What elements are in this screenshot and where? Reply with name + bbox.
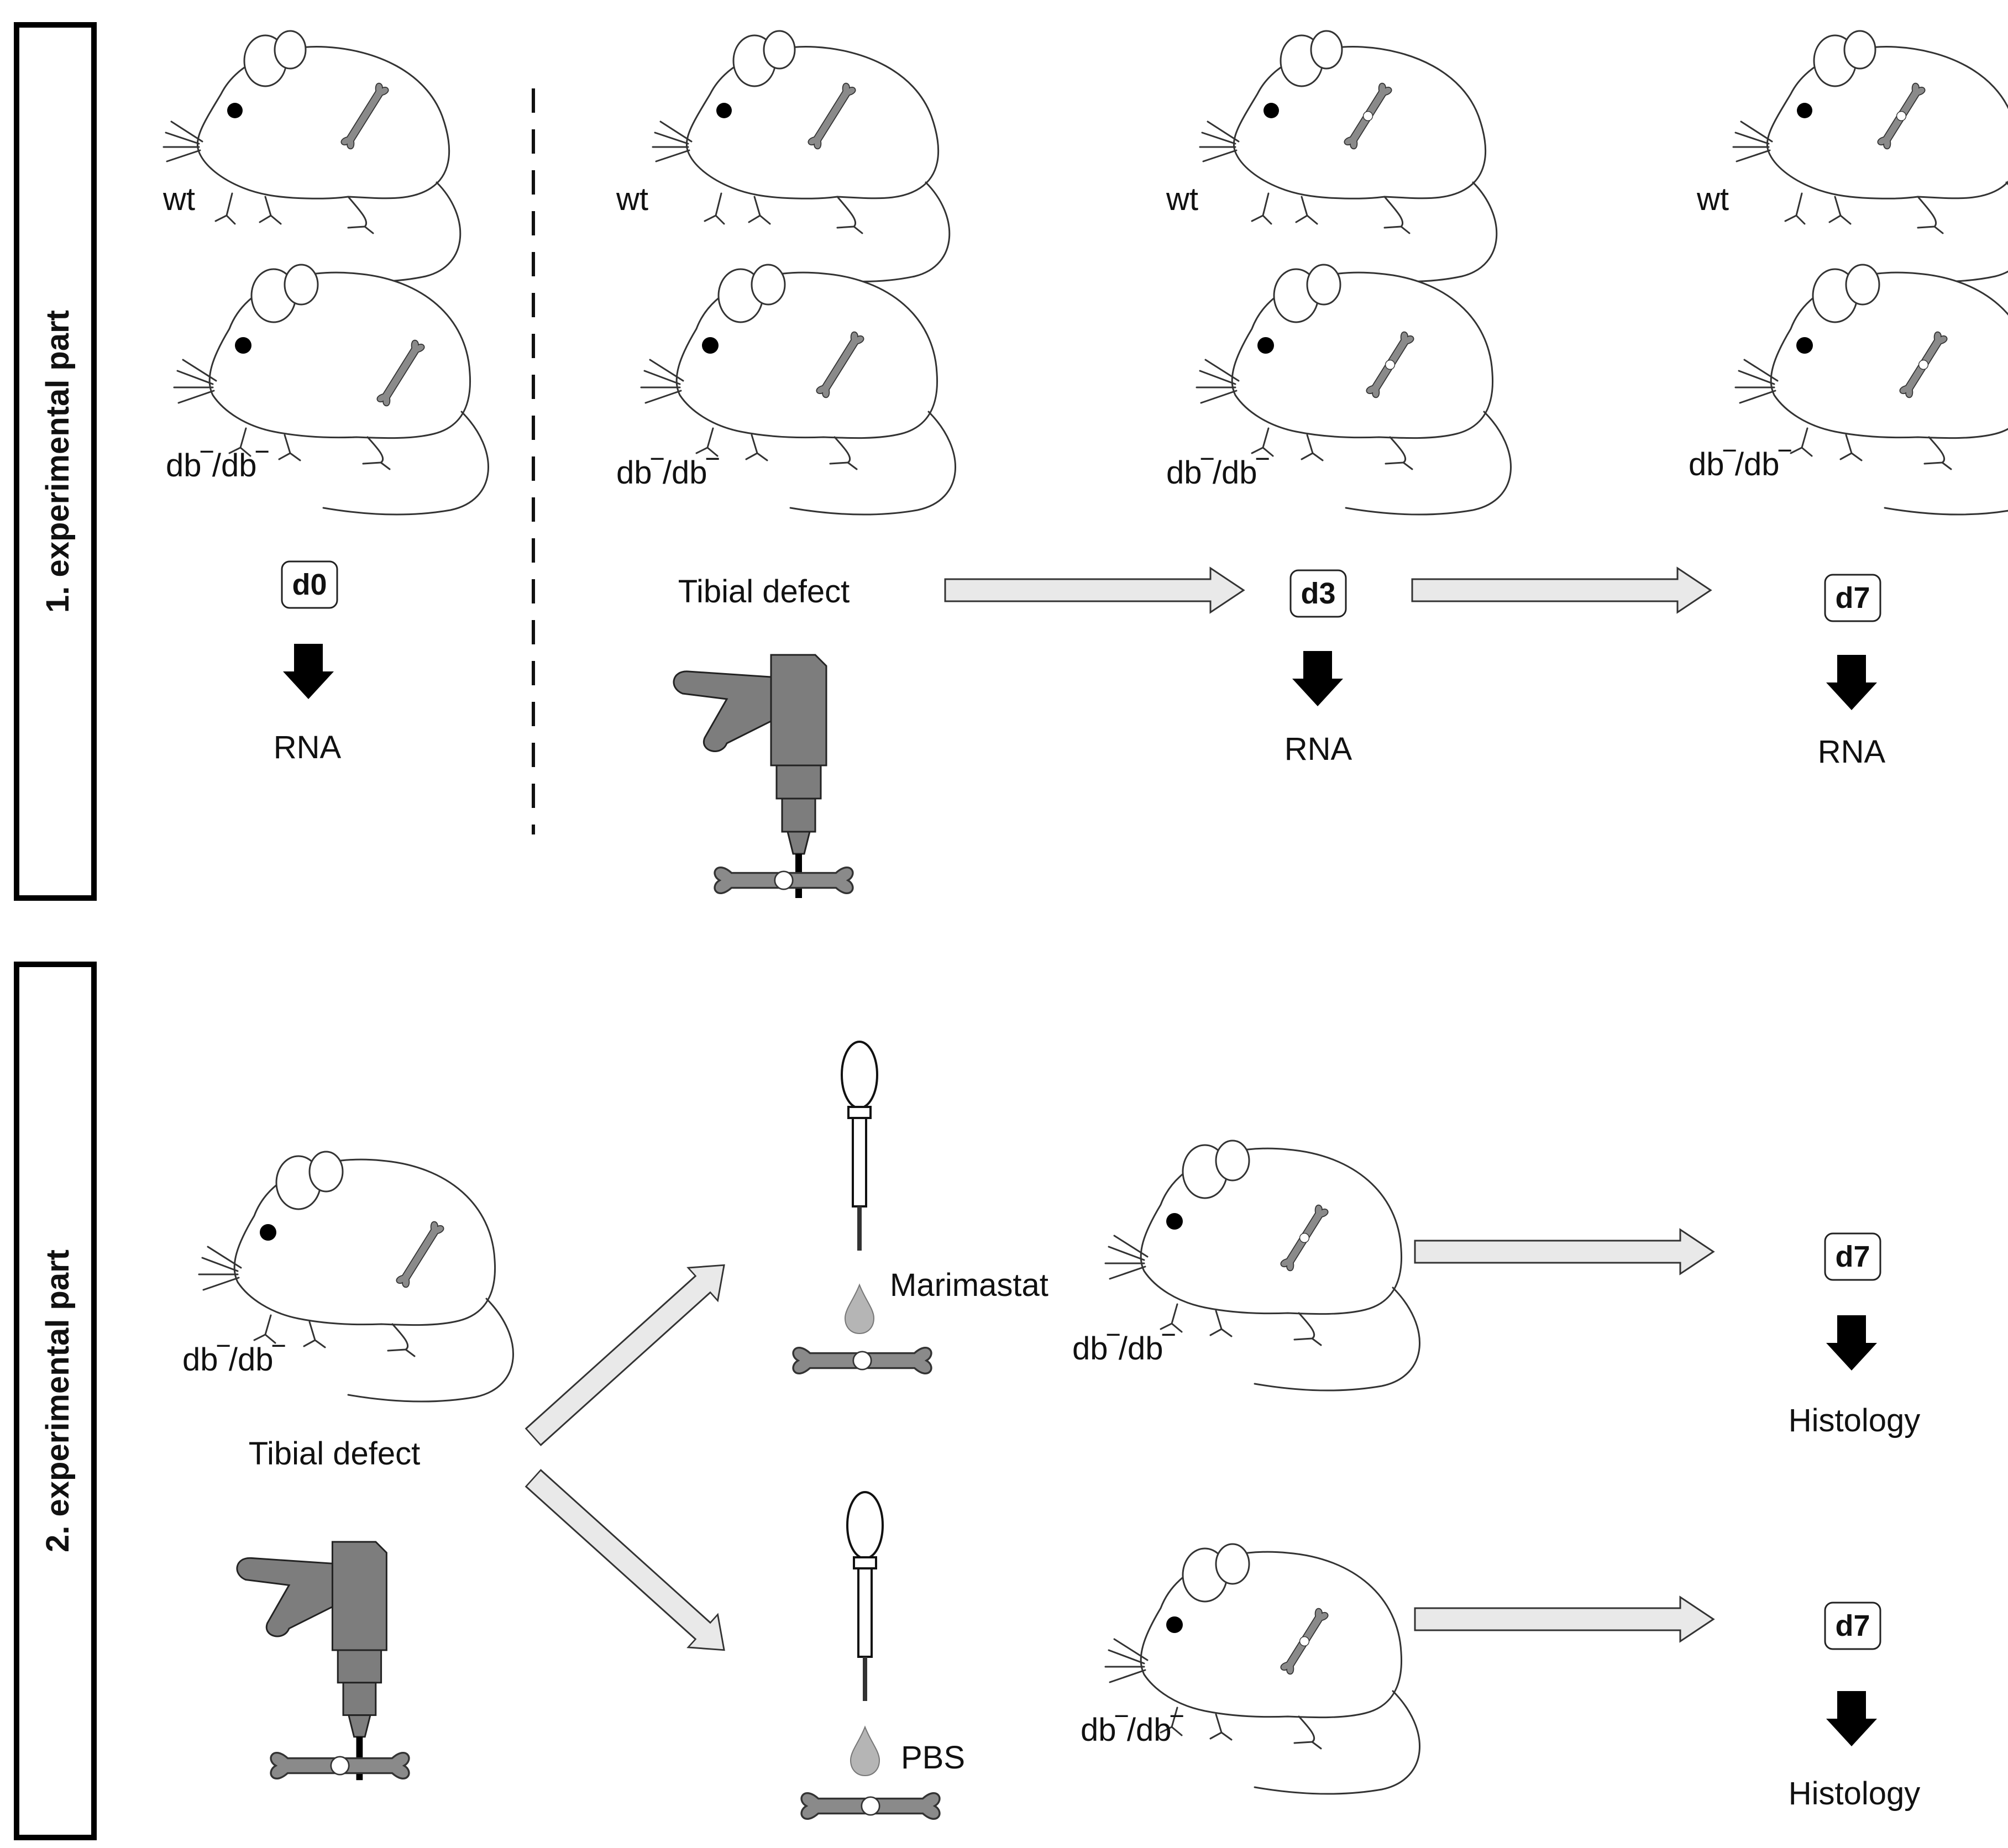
branch-pbs: PBS db‾/db‾ d7 Histology [800,1491,1921,1820]
output-rna: RNA [1285,731,1352,767]
mouse-icon [162,30,462,282]
flow-arrow [944,567,1245,613]
part2-section: 2. experimental part db‾/db‾ Tibial defe… [14,962,1921,1840]
genotype-db-label: db‾/db‾ [182,1342,285,1378]
part1-frame [14,22,97,901]
output-rna: RNA [274,729,342,765]
flow-arrow-down [517,1461,740,1667]
genotype-wt-label: wt [616,181,648,217]
mouse-icon [652,30,951,282]
part1-label: 1. experimental part [40,310,76,613]
timepoint-d7: d7 [1835,1609,1870,1642]
down-arrow [1292,651,1343,706]
flow-arrow [1414,1229,1715,1275]
pipette-icon [841,1041,878,1252]
procedure-label: Tibial defect [678,574,850,610]
pipette-icon [846,1491,884,1702]
bone-icon [714,866,854,895]
genotype-db-label: db‾/db‾ [1166,455,1269,491]
timepoint-box [1824,1602,1881,1650]
bone-icon [800,1792,941,1820]
timepoint-d0: d0 [292,568,327,601]
part1-section: 1. experimental part wt db‾/db‾ d0 RNA [14,22,2008,901]
genotype-db-label: db‾/db‾ [616,455,719,491]
genotype-db-label: db‾/db‾ [166,448,269,484]
output-rna: RNA [1818,734,1886,770]
column-tibial-defect: wt db‾/db‾ Tibial defect [616,30,957,899]
output-histology: Histology [1789,1776,1921,1812]
bone-icon [792,1346,932,1375]
flow-arrow [1414,1596,1715,1642]
genotype-db-label: db‾/db‾ [1072,1331,1175,1367]
timepoint-box [1824,1232,1881,1281]
genotype-wt-label: wt [162,181,195,217]
mouse-icon [1732,30,2008,282]
mouse-icon [1104,1543,1421,1795]
timepoint-box [1289,569,1347,618]
flow-arrow [1411,567,1712,613]
part2-frame [14,962,97,1840]
genotype-wt-label: wt [1166,181,1198,217]
timepoint-d7: d7 [1835,1240,1870,1273]
timepoint-box [1824,574,1881,622]
down-arrow [1826,1691,1877,1746]
mouse-icon [1199,30,1498,282]
down-arrow [283,644,334,699]
down-arrow [1826,655,1877,710]
timepoint-d3: d3 [1301,577,1335,610]
genotype-db-label: db‾/db‾ [1081,1712,1183,1748]
timepoint-d7: d7 [1835,581,1870,615]
output-histology: Histology [1789,1403,1921,1439]
column-d7: wt db‾/db‾ d7 RNA [1689,30,2008,770]
branch-marimastat: Marimastat db‾/db‾ d7 Histology [792,1041,1921,1439]
down-arrow [1826,1315,1877,1371]
droplet-icon [845,1284,874,1334]
flow-arrow-up [517,1248,740,1455]
drill-icon [673,654,827,899]
procedure-label: Tibial defect [249,1436,421,1472]
column-d0: wt db‾/db‾ d0 RNA [162,30,490,765]
treatment-marimastat: Marimastat [890,1267,1048,1303]
drill-icon [236,1541,387,1781]
droplet-icon [850,1726,880,1776]
treatment-pbs: PBS [901,1740,965,1776]
part2-label: 2. experimental part [40,1250,76,1552]
bone-icon [270,1751,410,1780]
column-d3: wt db‾/db‾ d3 RNA [1166,30,1512,767]
timepoint-box [281,560,338,609]
genotype-db-label: db‾/db‾ [1689,447,1791,482]
genotype-wt-label: wt [1696,181,1729,217]
